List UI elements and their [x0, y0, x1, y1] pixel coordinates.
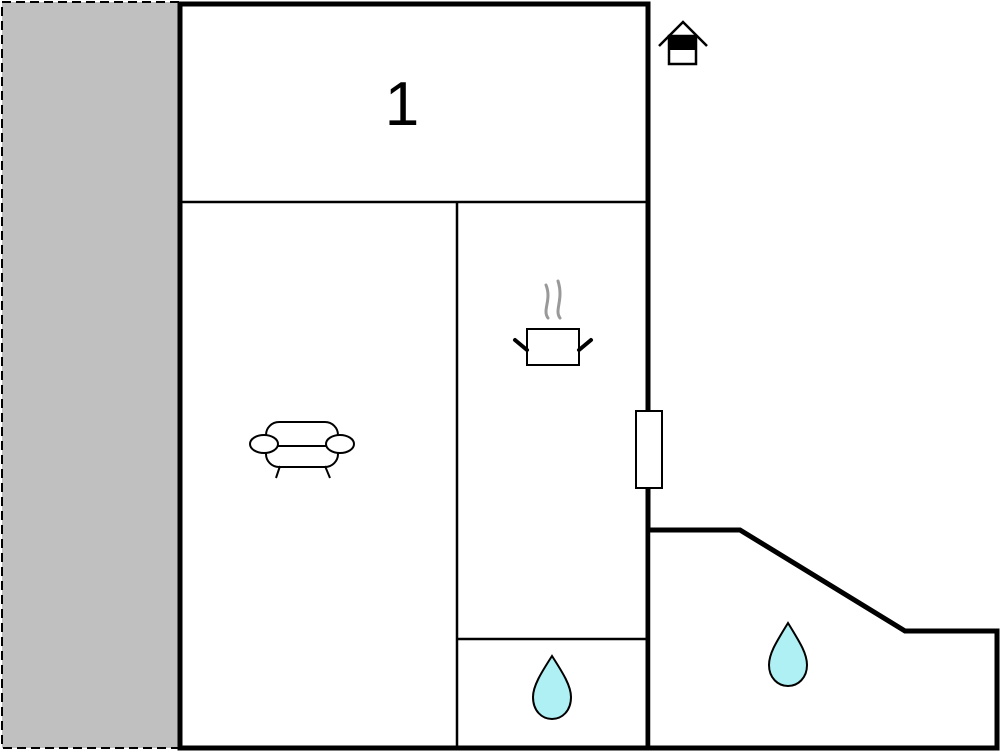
cooking-pot-icon	[513, 279, 593, 366]
adjacent-area	[1, 1, 181, 749]
sofa-icon	[249, 421, 355, 479]
annex-wall	[648, 527, 1000, 751]
water-drop-icon-annex	[767, 621, 809, 688]
window-icon	[635, 410, 663, 489]
outer-wall-main	[177, 1, 651, 751]
room-number-label: 1	[385, 70, 419, 139]
water-drop-icon	[531, 654, 573, 721]
house-entrance-icon	[658, 20, 708, 66]
